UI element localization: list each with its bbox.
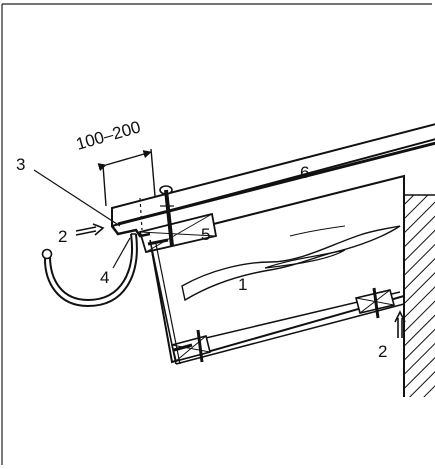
rafter-end-line bbox=[149, 239, 177, 365]
wood-grain bbox=[181, 225, 401, 302]
label-2-right: 2 bbox=[378, 342, 387, 361]
gutter bbox=[41, 233, 138, 308]
dimension-label: 100–200 bbox=[74, 117, 143, 154]
leader-3 bbox=[33, 169, 121, 227]
label-1: 1 bbox=[238, 275, 247, 294]
arrow-2-vertical bbox=[394, 310, 406, 338]
lower-block-right bbox=[355, 287, 395, 319]
wood-grain-knot bbox=[264, 249, 346, 269]
label-5: 5 bbox=[201, 225, 210, 244]
roof-screw bbox=[159, 185, 174, 247]
wall bbox=[403, 194, 435, 397]
label-4: 4 bbox=[100, 268, 109, 287]
dashed-reference-line bbox=[139, 197, 143, 231]
label-2-left: 2 bbox=[58, 227, 67, 246]
label-3: 3 bbox=[16, 155, 25, 174]
dimension-100-200: 100–200 bbox=[74, 117, 156, 207]
arrow-2-horizontal bbox=[75, 223, 105, 236]
rafter-1 bbox=[148, 174, 405, 364]
label-6: 6 bbox=[300, 163, 309, 182]
rafter-end-line-2 bbox=[155, 243, 181, 365]
leader-4 bbox=[112, 237, 131, 269]
